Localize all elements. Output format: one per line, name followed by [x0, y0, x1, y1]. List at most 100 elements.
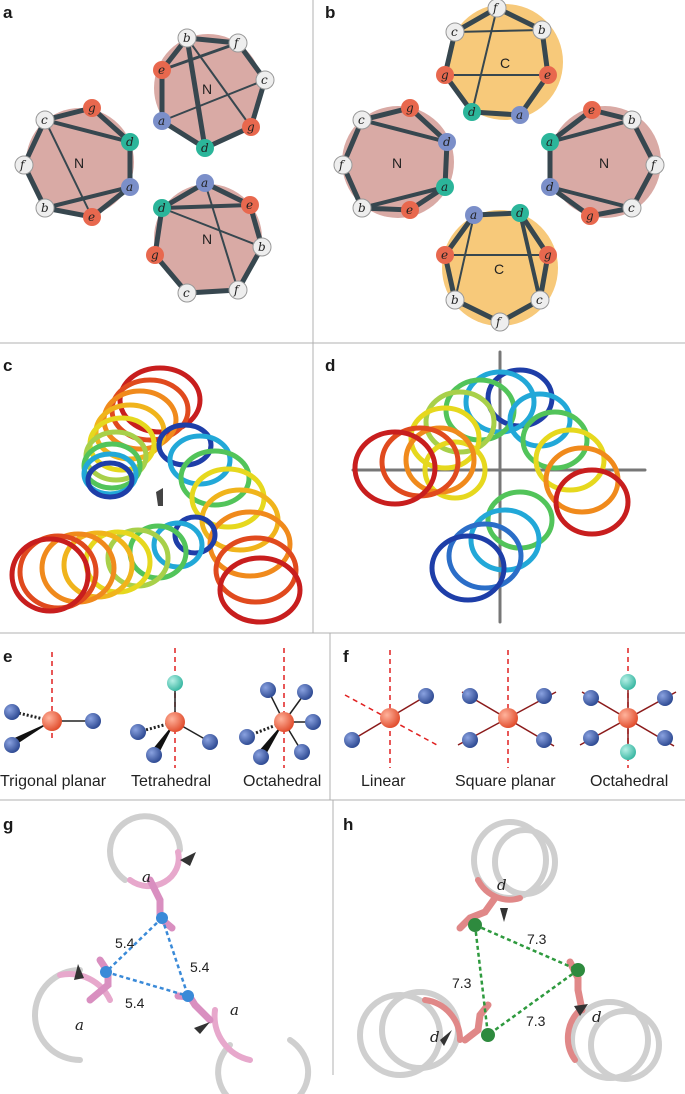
wheel-b-top: C f b e a d g c	[436, 0, 563, 124]
panel-label-b: b	[325, 3, 335, 22]
res-f: f	[233, 36, 241, 50]
res-e: e	[406, 203, 413, 217]
res-d: d	[468, 105, 476, 119]
helix-g-left	[32, 967, 83, 1063]
res-c: c	[358, 113, 365, 127]
res-a: a	[201, 176, 208, 190]
res-f: f	[233, 283, 241, 297]
residue-label: a	[75, 1016, 84, 1034]
panel-c-trimer-coil	[9, 365, 303, 625]
panel-b-helical-wheels: C f b e a d g c N g d a e b f c	[333, 0, 665, 332]
panel-a-helical-wheels: N b f c g d a e N g d a e b f c	[14, 28, 275, 303]
res-b: b	[628, 113, 636, 127]
panel-label-d: d	[325, 356, 335, 375]
helix-c-bottom	[9, 514, 218, 614]
res-b: b	[41, 201, 49, 215]
res-e: e	[588, 103, 595, 117]
distance-lines-h	[473, 923, 579, 1037]
geometry-tetrahedral: Tetrahedral	[130, 648, 218, 790]
wheel-label: C	[494, 261, 504, 277]
res-g: g	[247, 120, 255, 134]
label-octahedral-e: Octahedral	[243, 773, 321, 790]
res-d: d	[201, 141, 209, 155]
residue-label: d	[592, 1008, 602, 1026]
helix-d-left	[352, 425, 488, 507]
res-a: a	[441, 180, 448, 194]
res-b: b	[358, 201, 366, 215]
wheel-a-top: N b f c g d a e	[153, 28, 275, 157]
wheel-a-bottom: N a e b f c g d	[146, 174, 272, 303]
panel-label-f: f	[343, 647, 349, 666]
res-a: a	[126, 180, 133, 194]
distance-label: 7.3	[452, 975, 472, 991]
res-c: c	[183, 286, 190, 300]
res-e: e	[246, 198, 253, 212]
wheel-b-bottom: C a d g c f b e	[436, 204, 558, 332]
label-linear: Linear	[361, 773, 406, 790]
res-c: c	[261, 73, 268, 87]
residue-label: d	[497, 876, 507, 894]
res-e: e	[88, 210, 95, 224]
res-b: b	[258, 240, 266, 254]
res-e: e	[441, 248, 448, 262]
res-d: d	[158, 201, 166, 215]
panel-e-geometries: Trigonal planar Tetrahedral	[0, 648, 321, 790]
panel-g-structure: 5.4 5.4 5.4 a a a	[32, 813, 312, 1094]
helix-d-bottom	[429, 489, 555, 603]
panel-label-e: e	[3, 647, 12, 666]
distance-label: 5.4	[190, 959, 210, 975]
panel-h-structure: 7.3 7.3 7.3 d d d	[357, 819, 662, 1082]
res-c: c	[41, 113, 48, 127]
distance-label: 7.3	[527, 931, 547, 947]
label-tetrahedral: Tetrahedral	[131, 773, 211, 790]
panel-label-c: c	[3, 356, 12, 375]
res-g: g	[586, 209, 594, 223]
res-a: a	[516, 108, 523, 122]
res-c: c	[536, 293, 543, 307]
panel-label-g: g	[3, 815, 13, 834]
helix-d-right	[507, 391, 631, 537]
res-a: a	[158, 114, 165, 128]
wheel-label: C	[500, 55, 510, 71]
geometry-octahedral-e: Octahedral	[239, 648, 321, 790]
res-a: a	[546, 135, 553, 149]
wheel-b-left: N g d a e b f c	[333, 99, 456, 219]
res-c: c	[451, 25, 458, 39]
helix-c-top	[81, 365, 203, 500]
residue-label: d	[430, 1028, 440, 1046]
distance-lines-g	[105, 917, 190, 998]
geometry-octahedral-f: Octahedral	[579, 648, 677, 790]
res-f: f	[338, 158, 346, 172]
res-g: g	[544, 248, 552, 262]
wheel-label: N	[202, 81, 212, 97]
residue-label: a	[142, 868, 151, 886]
wheel-a-left: N g d a e b f c	[14, 99, 139, 226]
res-g: g	[88, 101, 96, 115]
distance-label: 7.3	[526, 1013, 546, 1029]
label-octahedral-f: Octahedral	[590, 773, 668, 790]
res-f: f	[19, 158, 27, 172]
wheel-label: N	[599, 155, 609, 171]
geometry-trigonal-planar: Trigonal planar	[0, 652, 107, 790]
helix-g-right	[215, 1037, 312, 1094]
panel-label-a: a	[3, 3, 13, 22]
res-c: c	[628, 201, 635, 215]
res-d: d	[126, 135, 134, 149]
label-square-planar: Square planar	[455, 773, 556, 790]
panel-d-tetramer-coil	[351, 350, 647, 624]
panel-label-h: h	[343, 815, 353, 834]
distance-label: 5.4	[125, 995, 145, 1011]
helix-g-top	[107, 813, 183, 883]
res-b: b	[451, 293, 459, 307]
res-d: d	[546, 180, 554, 194]
wheel-b-right: N e b f c g d a	[541, 101, 665, 225]
res-e: e	[544, 68, 551, 82]
res-g: g	[441, 68, 449, 82]
res-b: b	[538, 23, 546, 37]
res-f: f	[492, 1, 500, 15]
res-g: g	[406, 101, 414, 115]
distance-label: 5.4	[115, 935, 135, 951]
res-d: d	[443, 135, 451, 149]
